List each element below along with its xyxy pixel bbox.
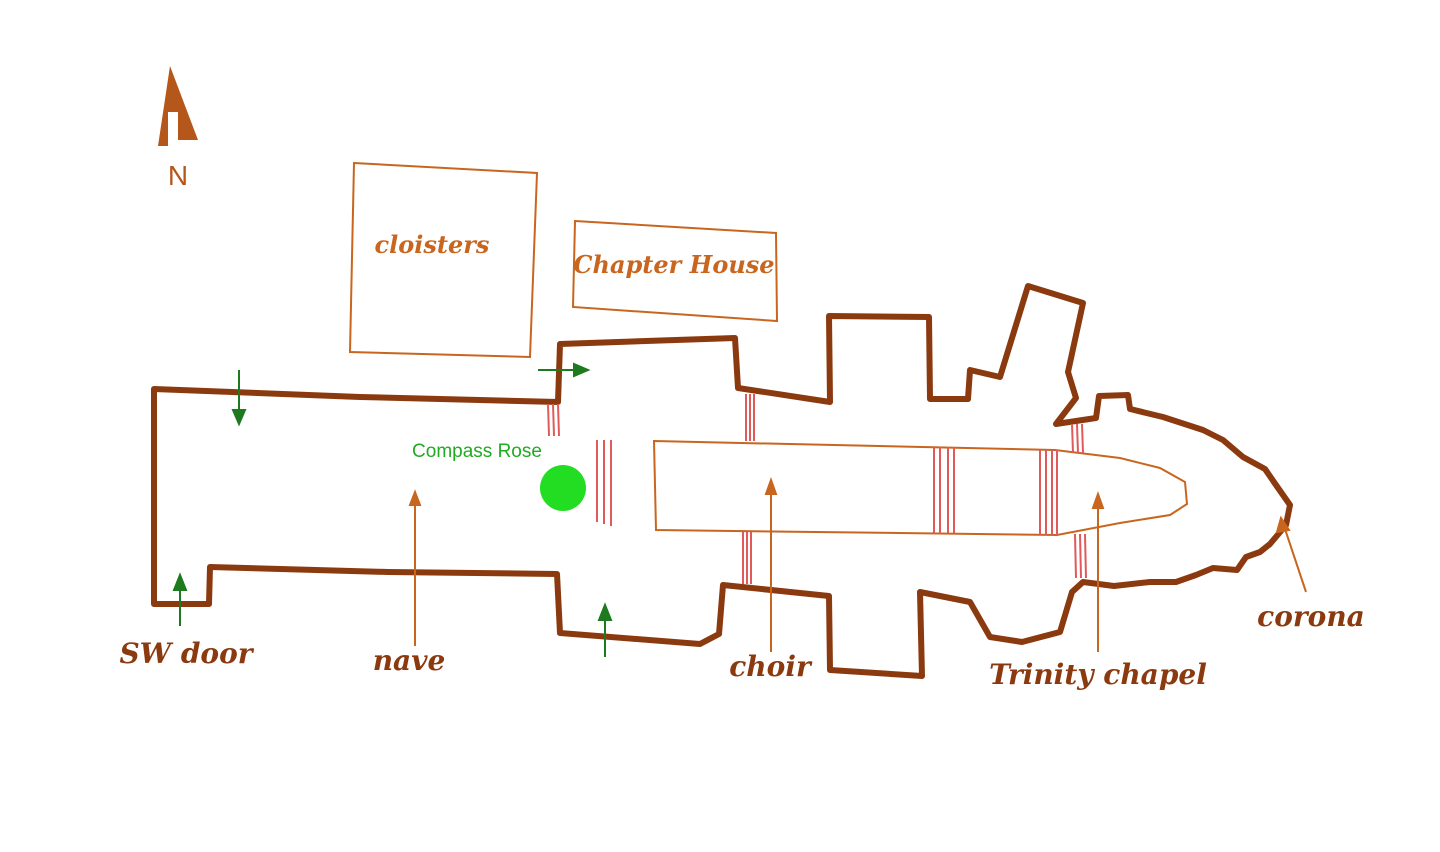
- north-label: N: [168, 160, 188, 191]
- corona-label: corona: [1257, 600, 1365, 633]
- step-marks: [547, 394, 1087, 584]
- sw-door-label: SW door: [119, 637, 254, 670]
- compass-rose-label: Compass Rose: [412, 441, 542, 462]
- door-arrows: [172, 362, 613, 657]
- north-arrow-icon: [158, 66, 198, 146]
- pointer-arrows: [408, 477, 1307, 652]
- choir-label: choir: [729, 650, 813, 683]
- nave-label: nave: [373, 644, 446, 677]
- cloisters-label: cloisters: [375, 230, 490, 259]
- chapter-house-outline: [571, 219, 779, 323]
- trinity-chapel-label: Trinity chapel: [989, 658, 1207, 691]
- cathedral-outline: [151, 283, 1293, 679]
- choir-inner-outline: [652, 439, 1189, 537]
- location-dot-icon: [540, 465, 586, 511]
- cloisters-outline: [348, 161, 539, 359]
- chapter-house-label: Chapter House: [573, 250, 774, 279]
